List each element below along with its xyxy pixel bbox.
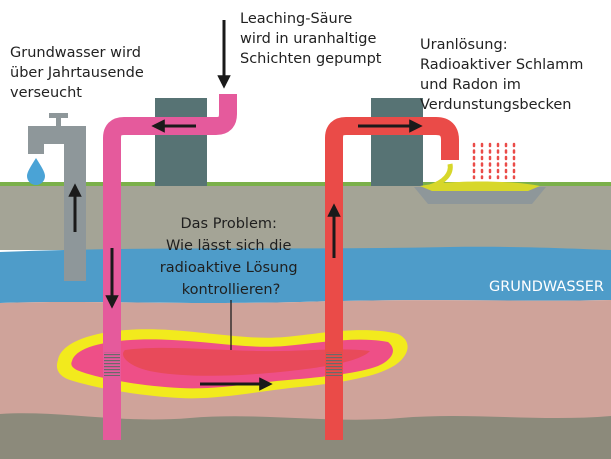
sky (0, 0, 611, 184)
injection-well-screen (104, 352, 120, 376)
faucet-handle (49, 113, 68, 118)
faucet-spout (28, 126, 86, 154)
grass-line (0, 182, 611, 186)
water-drop-icon (27, 158, 45, 185)
extraction-well-head (371, 98, 423, 186)
faucet-handle-stem (56, 117, 61, 127)
leaching-acid-label: Leaching-Säure wird in uranhaltige Schic… (240, 11, 382, 67)
uranium-solution-label: Uranlösung: Radioaktiver Schlamm und Rad… (420, 37, 588, 113)
extraction-well-screen (326, 352, 342, 376)
problem-callout-label: Das Problem: Wie lässt sich die radioakt… (160, 216, 303, 298)
plume-core (123, 347, 370, 376)
injection-well-head (155, 98, 207, 186)
pond-inflow (429, 163, 453, 190)
radon-emission (472, 142, 516, 180)
aquifer-label: GRUNDWASSER (489, 279, 604, 295)
pond-liquid (420, 181, 540, 191)
groundwater-contaminated-label: Grundwasser wird über Jahrtausende verse… (10, 45, 148, 101)
aquifer-layer (0, 246, 611, 303)
evaporation-pond (414, 187, 546, 204)
bedrock-layer (0, 413, 611, 459)
